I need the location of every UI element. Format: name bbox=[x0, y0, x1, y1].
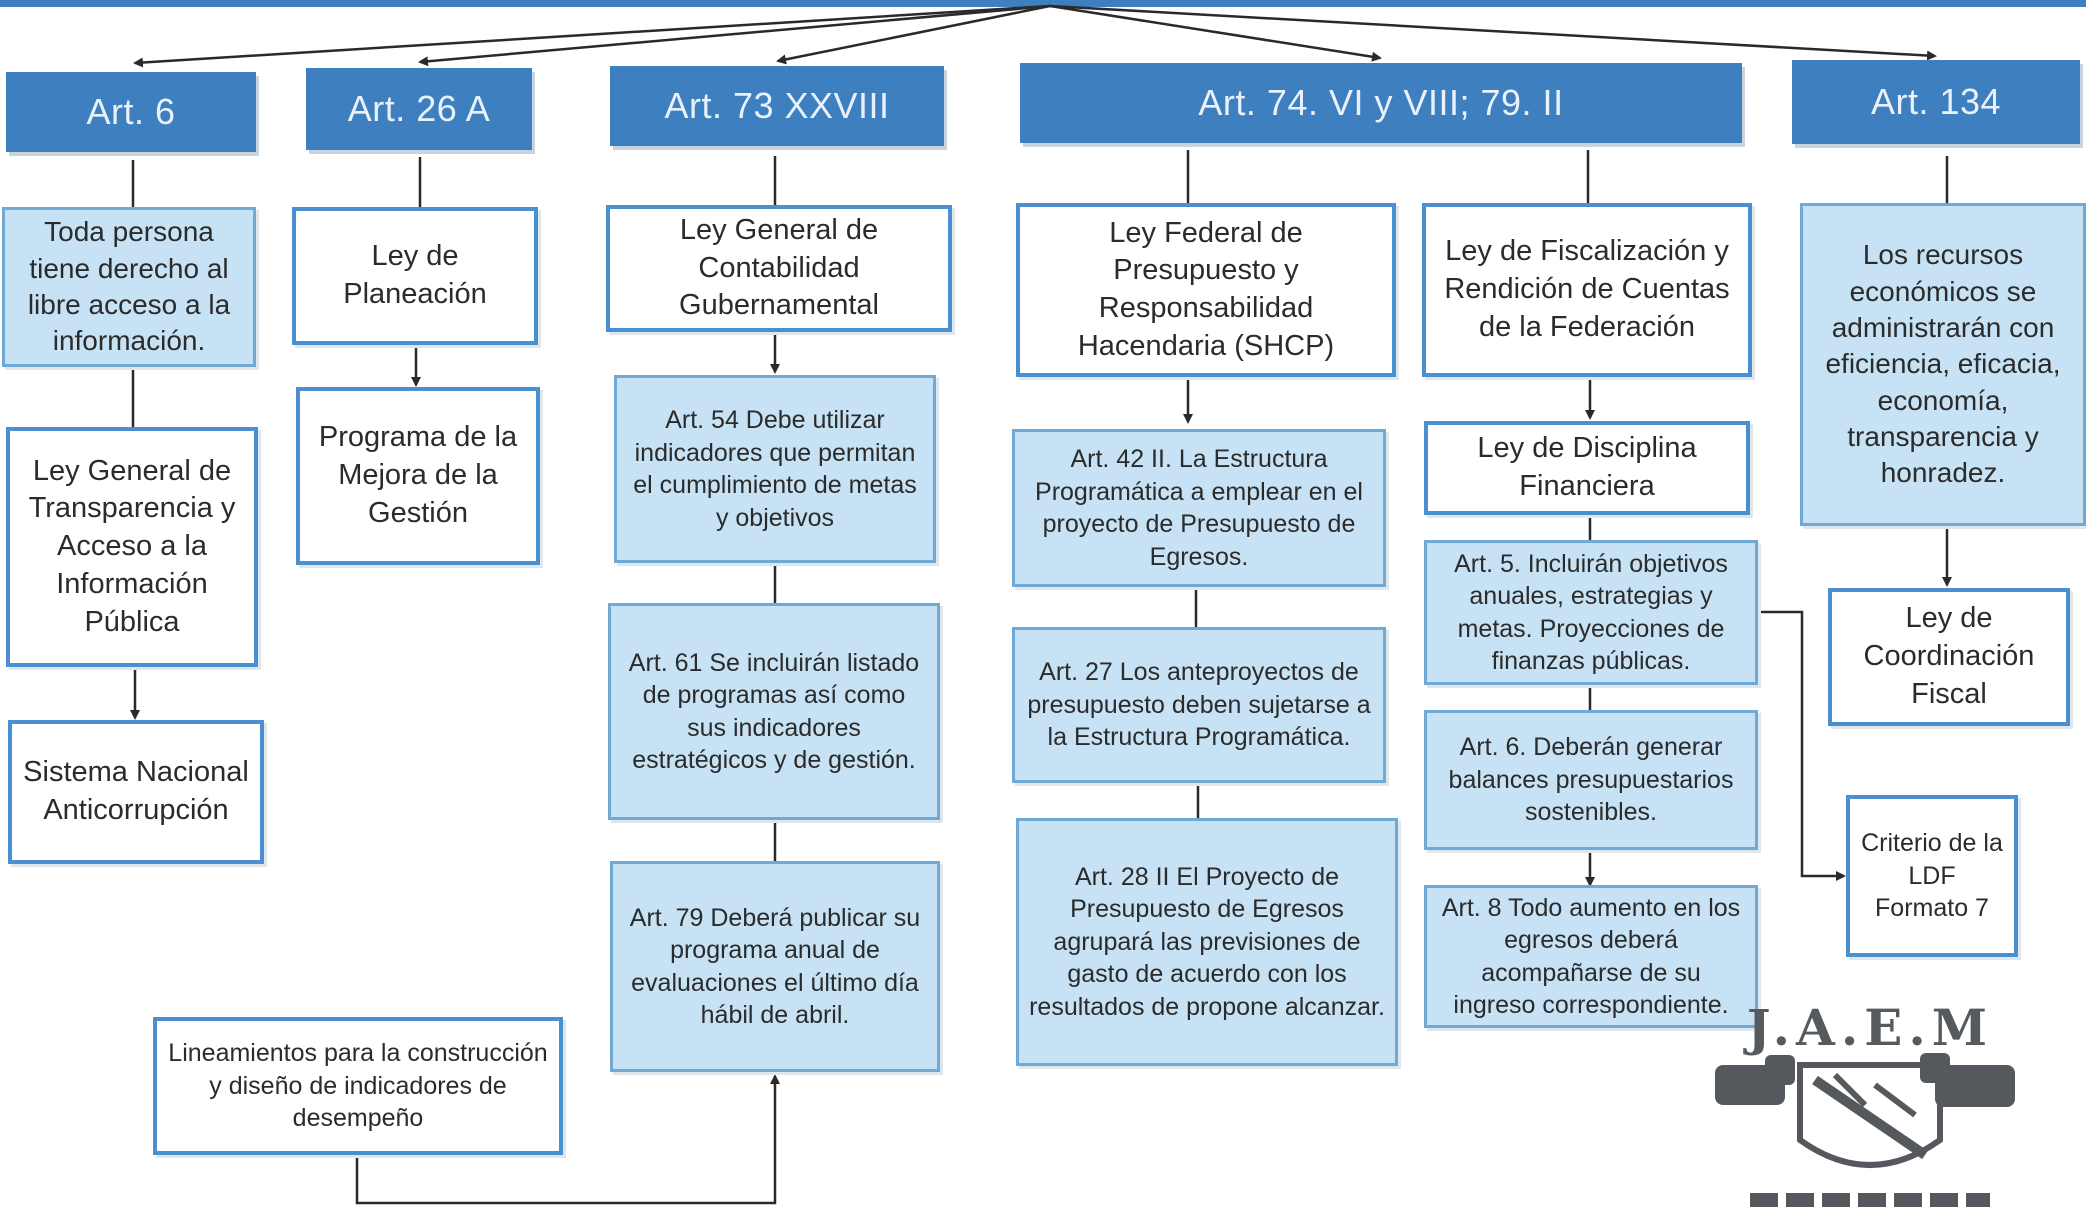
box-art28-text: Art. 28 II El Proyecto de Presupuesto de… bbox=[1029, 862, 1385, 1021]
header-art73: Art. 73 XXVIII bbox=[610, 66, 944, 146]
header-art26a-label: Art. 26 A bbox=[347, 87, 491, 129]
box-ley-presupuesto-text: Ley Federal de Presupuesto y Responsabil… bbox=[1077, 216, 1335, 362]
box-derecho-informacion: Toda persona tiene derecho al libre acce… bbox=[2, 207, 256, 367]
box-ley-transparencia: Ley General de Transparencia y Acceso a … bbox=[6, 427, 258, 667]
box-lineamientos: Lineamientos para la construcción y dise… bbox=[153, 1017, 563, 1155]
box-art27-text: Art. 27 Los anteproyectos de presupuesto… bbox=[1027, 658, 1371, 752]
box-criterio-ldf-text: Criterio de la LDF Formato 7 bbox=[1861, 829, 2003, 923]
header-art26a: Art. 26 A bbox=[306, 68, 532, 150]
box-art54-text: Art. 54 Debe utilizar indicadores que pe… bbox=[633, 406, 917, 532]
header-art134-label: Art. 134 bbox=[1870, 80, 2002, 122]
box-ley-disciplina: Ley de Disciplina Financiera bbox=[1424, 421, 1750, 515]
box-lineamientos-text: Lineamientos para la construcción y dise… bbox=[168, 1039, 548, 1133]
box-criterio-ldf: Criterio de la LDF Formato 7 bbox=[1846, 795, 2018, 957]
box-ley-fiscalizacion: Ley de Fiscalización y Rendición de Cuen… bbox=[1422, 203, 1752, 377]
box-art54: Art. 54 Debe utilizar indicadores que pe… bbox=[614, 375, 936, 563]
box-art8-text: Art. 8 Todo aumento en los egresos deber… bbox=[1441, 893, 1741, 1020]
header-art6: Art. 6 bbox=[6, 72, 256, 152]
fan-arrow-art74 bbox=[1049, 4, 1382, 62]
box-programa-mejora-text: Programa de la Mejora de la Gestión bbox=[318, 421, 518, 529]
box-art6-ldf: Art. 6. Deberán generar balances presupu… bbox=[1424, 710, 1758, 850]
fan-arrow-art26a bbox=[418, 4, 1051, 67]
fan-arrow-art134 bbox=[1049, 4, 1937, 61]
box-ley-disciplina-text: Ley de Disciplina Financiera bbox=[1477, 432, 1697, 502]
box-recursos-economicos: Los recursos económicos se administrarán… bbox=[1800, 203, 2086, 526]
box-art5-text: Art. 5. Incluirán objetivos anuales, est… bbox=[1454, 549, 1728, 676]
box-ley-transparencia-text: Ley General de Transparencia y Acceso a … bbox=[28, 454, 236, 638]
top-bar bbox=[0, 0, 2086, 7]
arrow-lineamientos bbox=[355, 1074, 780, 1205]
header-art73-label: Art. 73 XXVIII bbox=[664, 84, 890, 126]
box-sistema-anticorrupcion: Sistema Nacional Anticorrupción bbox=[8, 720, 264, 864]
box-art79: Art. 79 Deberá publicar su programa anua… bbox=[610, 861, 940, 1072]
fan-arrow-art6 bbox=[133, 4, 1051, 68]
box-ley-planeacion: Ley de Planeación bbox=[292, 207, 538, 345]
box-ley-contabilidad-text: Ley General de Contabilidad Gubernamenta… bbox=[679, 213, 879, 322]
box-art61-text: Art. 61 Se incluirán listado de programa… bbox=[628, 648, 920, 775]
box-art6-ldf-text: Art. 6. Deberán generar balances presupu… bbox=[1448, 733, 1734, 827]
box-ley-fiscalizacion-text: Ley de Fiscalización y Rendición de Cuen… bbox=[1444, 235, 1730, 343]
box-art8: Art. 8 Todo aumento en los egresos deber… bbox=[1424, 885, 1758, 1028]
box-art27: Art. 27 Los anteproyectos de presupuesto… bbox=[1012, 627, 1386, 783]
header-art74: Art. 74. VI y VIII; 79. II bbox=[1020, 63, 1742, 143]
box-recursos-economicos-text: Los recursos económicos se administrarán… bbox=[1825, 239, 2061, 489]
box-ley-coordinacion: Ley de Coordinación Fiscal bbox=[1828, 588, 2070, 726]
box-programa-mejora: Programa de la Mejora de la Gestión bbox=[296, 387, 540, 565]
box-art42-text: Art. 42 II. La Estructura Programática a… bbox=[1035, 445, 1363, 571]
box-derecho-informacion-text: Toda persona tiene derecho al libre acce… bbox=[27, 216, 231, 357]
header-art6-label: Art. 6 bbox=[86, 90, 176, 132]
box-ley-coordinacion-text: Ley de Coordinación Fiscal bbox=[1863, 602, 2035, 710]
box-ley-presupuesto: Ley Federal de Presupuesto y Responsabil… bbox=[1016, 203, 1396, 377]
box-ley-contabilidad: Ley General de Contabilidad Gubernamenta… bbox=[606, 205, 952, 332]
box-art28: Art. 28 II El Proyecto de Presupuesto de… bbox=[1016, 818, 1398, 1066]
stamp-text: J.A.E.M bbox=[1746, 998, 1994, 1057]
header-art74-label: Art. 74. VI y VIII; 79. II bbox=[1198, 81, 1564, 123]
box-art5: Art. 5. Incluirán objetivos anuales, est… bbox=[1424, 540, 1758, 685]
arrow-to-criterio bbox=[1757, 610, 1846, 881]
box-ley-planeacion-text: Ley de Planeación bbox=[343, 240, 487, 310]
box-sistema-anticorrupcion-text: Sistema Nacional Anticorrupción bbox=[23, 756, 249, 826]
box-art61: Art. 61 Se incluirán listado de programa… bbox=[608, 603, 940, 820]
stamp-seal bbox=[1715, 1053, 2015, 1207]
box-art79-text: Art. 79 Deberá publicar su programa anua… bbox=[629, 903, 921, 1030]
fan-arrow-art73 bbox=[776, 4, 1051, 65]
box-art42: Art. 42 II. La Estructura Programática a… bbox=[1012, 429, 1386, 587]
header-art134: Art. 134 bbox=[1792, 60, 2080, 144]
